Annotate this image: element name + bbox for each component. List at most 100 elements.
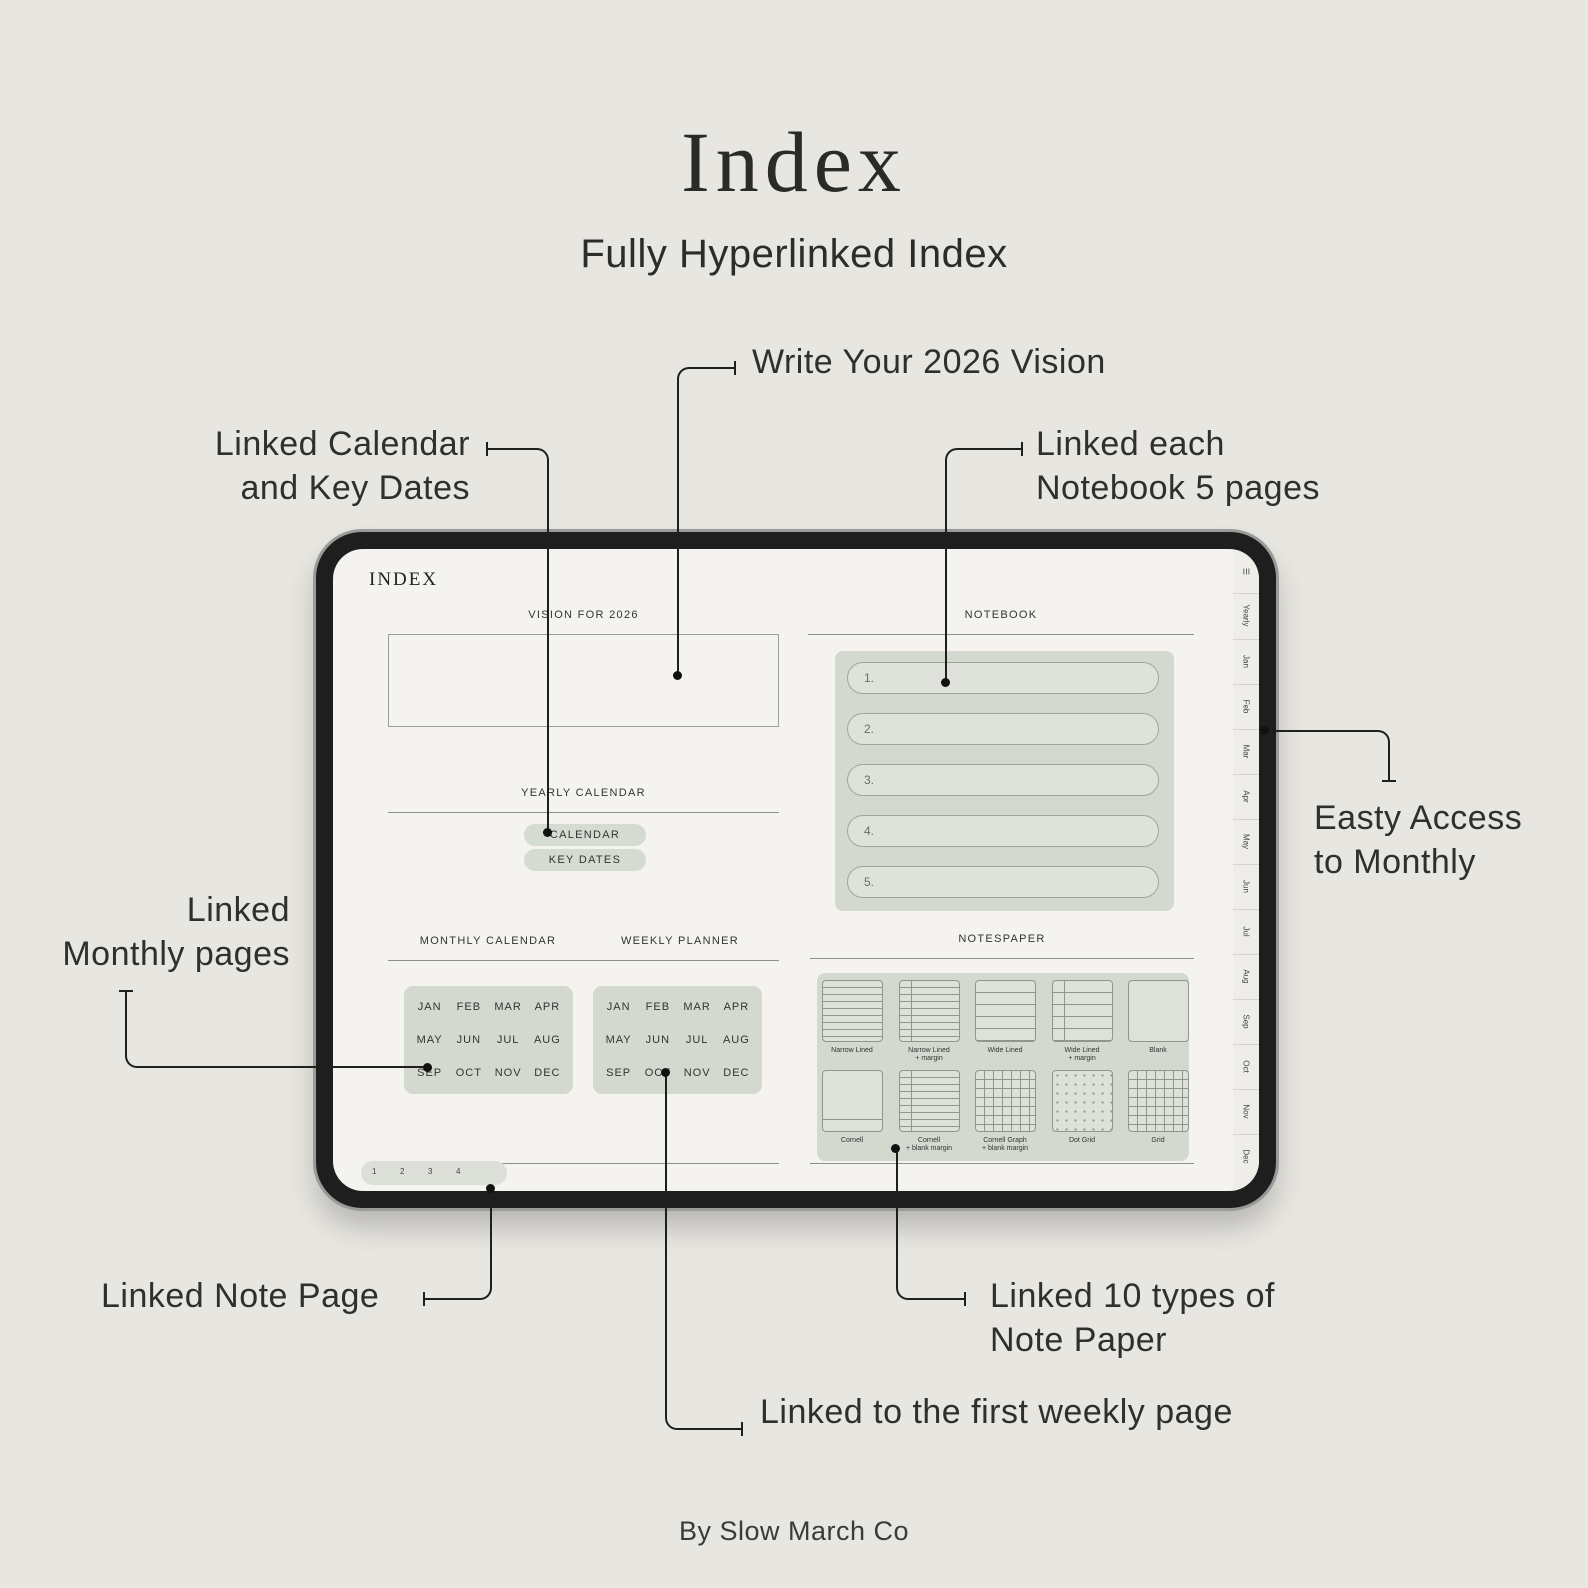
month-link-aug[interactable]: AUG	[533, 1033, 561, 1046]
narrow-lined-thumb[interactable]	[822, 980, 883, 1042]
callout-notebook-line1: Linked each	[1036, 425, 1225, 463]
callout-monthly-access: Easty Access to Monthly	[1314, 796, 1522, 884]
month-link-feb[interactable]: FEB	[456, 1000, 482, 1013]
leader-dot	[891, 1144, 900, 1153]
leader-tick	[741, 1422, 743, 1436]
page-title: Index	[681, 114, 907, 210]
index-heading: INDEX	[369, 569, 439, 590]
tab-divider	[1233, 1134, 1259, 1135]
month-link-jan[interactable]: JAN	[417, 1000, 442, 1013]
divider	[388, 812, 779, 813]
notebook-link-2[interactable]: 2.	[847, 713, 1159, 745]
leader-line-monthly-access	[1264, 730, 1390, 782]
month-link-oct[interactable]: OCT	[455, 1067, 482, 1080]
tab-mar[interactable]: Mar	[1241, 744, 1251, 759]
notebook-link-3[interactable]: 3.	[847, 764, 1159, 796]
tablet-button	[440, 530, 478, 533]
tab-divider	[1233, 729, 1259, 730]
month-link-jul[interactable]: JUL	[496, 1033, 520, 1046]
callout-note-page: Linked Note Page	[101, 1277, 380, 1315]
month-link-apr[interactable]: APR	[534, 1000, 561, 1013]
weekly-planner-grid: JAN FEB MAR APR MAY JUN JUL AUG SEP OCT …	[593, 986, 762, 1094]
leader-tick	[423, 1292, 425, 1306]
notebook-link-1[interactable]: 1.	[847, 662, 1159, 694]
leader-line-weekly	[665, 1072, 743, 1430]
tab-jan[interactable]: Jan	[1241, 655, 1251, 668]
week-link-feb[interactable]: FEB	[645, 1000, 671, 1013]
tab-yearly[interactable]: Yearly	[1241, 604, 1251, 627]
notebook-label: NOTEBOOK	[964, 609, 1038, 621]
tab-divider	[1233, 999, 1259, 1000]
callout-calendar-line1: Linked Calendar	[214, 425, 470, 463]
week-link-jun[interactable]: JUN	[645, 1033, 671, 1046]
week-link-sep[interactable]: SEP	[606, 1067, 632, 1080]
page-subtitle: Fully Hyperlinked Index	[580, 232, 1008, 276]
notebook-link-4[interactable]: 4.	[847, 815, 1159, 847]
month-link-jun[interactable]: JUN	[456, 1033, 482, 1046]
tab-divider	[1233, 1044, 1259, 1045]
byline: By Slow March Co	[678, 1516, 910, 1546]
note-page-link-3[interactable]: 3	[428, 1167, 433, 1176]
weekly-planner-label: WEEKLY PLANNER	[620, 935, 740, 947]
callout-monthly-pages-line2: Monthly pages	[62, 935, 290, 973]
leader-tick	[1382, 780, 1396, 782]
cornell-blank-margin-thumb[interactable]	[899, 1070, 960, 1132]
narrow-lined-margin-thumb[interactable]	[899, 980, 960, 1042]
week-link-aug[interactable]: AUG	[722, 1033, 750, 1046]
divider	[810, 958, 1194, 959]
cornell-graph-thumb[interactable]	[975, 1070, 1036, 1132]
cornell-thumb[interactable]	[822, 1070, 883, 1132]
week-link-jan[interactable]: JAN	[606, 1000, 631, 1013]
tab-divider	[1233, 954, 1259, 955]
month-link-dec[interactable]: DEC	[534, 1067, 561, 1080]
callout-monthly-pages-line1: Linked	[186, 891, 290, 929]
week-link-may[interactable]: MAY	[605, 1033, 632, 1046]
note-page-link-4[interactable]: 4	[456, 1167, 461, 1176]
leader-dot	[661, 1068, 670, 1077]
month-link-mar[interactable]: MAR	[494, 1000, 522, 1013]
wide-lined-margin-thumb[interactable]	[1052, 980, 1113, 1042]
tab-dec[interactable]: Dec	[1241, 1149, 1251, 1164]
tablet-button	[392, 530, 430, 533]
calendar-button[interactable]: CALENDAR	[524, 824, 646, 846]
week-link-nov[interactable]: NOV	[683, 1067, 711, 1080]
divider	[388, 960, 779, 961]
tab-may[interactable]: May	[1241, 833, 1251, 850]
tab-jun[interactable]: Jun	[1241, 880, 1251, 893]
week-link-apr[interactable]: APR	[723, 1000, 750, 1013]
callout-calendar: Linked Calendar and Key Dates	[150, 422, 470, 510]
leader-dot	[673, 671, 682, 680]
callout-monthly-access-line2: to Monthly	[1314, 843, 1476, 881]
tab-divider	[1233, 1089, 1259, 1090]
month-link-may[interactable]: MAY	[416, 1033, 443, 1046]
menu-icon[interactable]: ☰	[1241, 567, 1251, 576]
callout-note-paper-line2: Note Paper	[990, 1321, 1167, 1359]
wide-lined-thumb[interactable]	[975, 980, 1036, 1042]
tab-divider	[1233, 864, 1259, 865]
note-page-link-1[interactable]: 1	[372, 1167, 377, 1176]
paper-label: Grid	[1151, 1137, 1165, 1144]
paper-label: Dot Grid	[1068, 1137, 1096, 1144]
vision-input[interactable]	[388, 634, 779, 727]
tab-oct[interactable]: Oct	[1241, 1060, 1251, 1073]
notebook-link-5[interactable]: 5.	[847, 866, 1159, 898]
paper-label: Wide Lined	[987, 1047, 1023, 1054]
tab-divider	[1233, 684, 1259, 685]
tab-jul[interactable]: Jul	[1241, 926, 1251, 937]
paper-label: Blank	[1149, 1047, 1167, 1054]
week-link-jul[interactable]: JUL	[685, 1033, 709, 1046]
month-link-nov[interactable]: NOV	[494, 1067, 522, 1080]
blank-thumb[interactable]	[1128, 980, 1189, 1042]
tab-aug[interactable]: Aug	[1241, 969, 1251, 984]
tab-feb[interactable]: Feb	[1241, 699, 1251, 714]
tab-apr[interactable]: Apr	[1241, 790, 1251, 803]
note-page-link-2[interactable]: 2	[400, 1167, 405, 1176]
grid-thumb[interactable]	[1128, 1070, 1189, 1132]
week-link-mar[interactable]: MAR	[683, 1000, 711, 1013]
key-dates-button[interactable]: KEY DATES	[524, 849, 646, 871]
monthly-calendar-grid: JAN FEB MAR APR MAY JUN JUL AUG SEP OCT …	[404, 986, 573, 1094]
leader-dot	[486, 1184, 495, 1193]
tab-sep[interactable]: Sep	[1241, 1014, 1251, 1029]
tab-nov[interactable]: Nov	[1241, 1104, 1251, 1119]
dot-grid-thumb[interactable]	[1052, 1070, 1113, 1132]
